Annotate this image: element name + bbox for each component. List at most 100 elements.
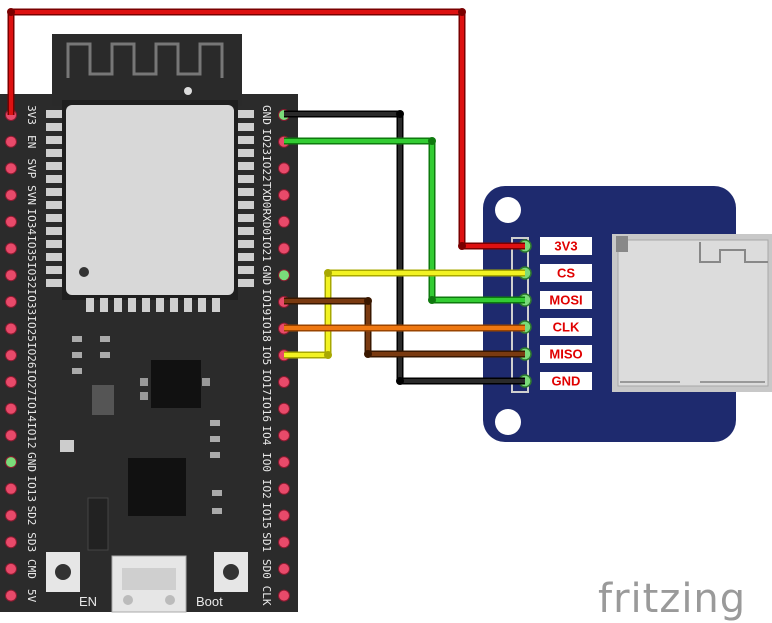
header-pin-io16[interactable] xyxy=(278,402,290,415)
header-pin-io4[interactable] xyxy=(278,429,290,442)
header-pin-io15[interactable] xyxy=(278,509,290,522)
pin-label-io16: IO16 xyxy=(260,395,273,422)
header-pin-io34[interactable] xyxy=(5,215,17,228)
pin-label-io19: IO19 xyxy=(260,289,273,316)
pin-label-io21: IO21 xyxy=(260,235,273,262)
pin-label-io35: IO35 xyxy=(25,235,38,262)
sd-label-box xyxy=(540,345,592,363)
header-pin-sd1[interactable] xyxy=(278,536,290,549)
module-pad xyxy=(128,298,136,312)
esp32-board: EN Boot 3V3ENSVPSVNIO34IO35IO32IO33IO25I… xyxy=(0,34,298,613)
header-pin-svn[interactable] xyxy=(5,189,17,202)
module-pad xyxy=(46,123,62,131)
pin-label-gnd: GND xyxy=(260,265,273,285)
module-pad xyxy=(238,136,254,144)
sd-label-box xyxy=(540,291,592,309)
pin-label-io18: IO18 xyxy=(260,315,273,342)
module-pad xyxy=(46,175,62,183)
sd-pin-label-miso: MISO xyxy=(549,346,582,361)
header-pin-clk[interactable] xyxy=(278,589,290,602)
sd-label-box xyxy=(540,237,592,255)
module-pad xyxy=(46,266,62,274)
module-pad xyxy=(100,298,108,312)
module-pad xyxy=(46,149,62,157)
sd-label-box xyxy=(540,372,592,390)
pin-label-io32: IO32 xyxy=(25,262,38,289)
module-pad xyxy=(46,188,62,196)
sd-card-socket xyxy=(612,234,772,392)
pin-label-io12: IO12 xyxy=(25,422,38,449)
header-pin-io25[interactable] xyxy=(5,322,17,335)
pin-label-io25: IO25 xyxy=(25,315,38,342)
left-pin-header: 3V3ENSVPSVNIO34IO35IO32IO33IO25IO26IO27I… xyxy=(5,105,38,603)
module-pad xyxy=(238,201,254,209)
header-pin-sd2[interactable] xyxy=(5,509,17,522)
en-button-label: EN xyxy=(79,594,97,609)
module-pad xyxy=(142,298,150,312)
module-pad xyxy=(238,253,254,261)
pin-label-rxd0: RXD0 xyxy=(260,209,273,236)
module-pad xyxy=(238,162,254,170)
sd-pin-label-clk: CLK xyxy=(553,319,580,334)
module-pad xyxy=(238,227,254,235)
header-pin-io35[interactable] xyxy=(5,242,17,255)
header-pin-sd3[interactable] xyxy=(5,536,17,549)
pin-label-gnd: GND xyxy=(25,452,38,472)
module-pad xyxy=(46,253,62,261)
sd-label-box xyxy=(540,264,592,282)
en-button[interactable] xyxy=(46,552,80,592)
pin-label-5v: 5V xyxy=(25,589,38,603)
header-pin-io26[interactable] xyxy=(5,349,17,362)
header-pin-en[interactable] xyxy=(5,135,17,148)
pin-label-io27: IO27 xyxy=(25,369,38,396)
header-pin-io32[interactable] xyxy=(5,269,17,282)
module-pad xyxy=(46,214,62,222)
module-pad xyxy=(198,298,206,312)
boot-button-label: Boot xyxy=(196,594,223,609)
pin-label-io17: IO17 xyxy=(260,369,273,396)
header-pin-io21[interactable] xyxy=(278,242,290,255)
header-pin-rxd0[interactable] xyxy=(278,215,290,228)
module-pads xyxy=(46,110,254,312)
module-pad xyxy=(184,298,192,312)
pin-label-sd2: SD2 xyxy=(25,506,38,526)
header-pin-io2[interactable] xyxy=(278,482,290,495)
module-pad xyxy=(46,162,62,170)
header-pin-sd0[interactable] xyxy=(278,562,290,575)
header-pin-gnd[interactable] xyxy=(5,456,17,469)
pin-label-io23: IO23 xyxy=(260,128,273,155)
smd-components xyxy=(60,336,222,551)
module-pad xyxy=(46,240,62,248)
module-pad xyxy=(238,188,254,196)
header-pin-io0[interactable] xyxy=(278,456,290,469)
header-pin-io22[interactable] xyxy=(278,162,290,175)
boot-button[interactable] xyxy=(214,552,248,592)
header-pin-5v[interactable] xyxy=(5,589,17,602)
module-pad xyxy=(156,298,164,312)
module-pad xyxy=(238,279,254,287)
header-pin-svp[interactable] xyxy=(5,162,17,175)
header-pin-io13[interactable] xyxy=(5,482,17,495)
header-pin-io14[interactable] xyxy=(5,402,17,415)
usb-connector xyxy=(111,555,187,613)
module-pad xyxy=(238,149,254,157)
wire-mosi xyxy=(284,137,525,304)
header-pin-cmd[interactable] xyxy=(5,562,17,575)
module-pad xyxy=(46,110,62,118)
header-pin-gnd[interactable] xyxy=(278,269,290,282)
header-pin-txd0[interactable] xyxy=(278,189,290,202)
pin-label-io34: IO34 xyxy=(25,209,38,236)
pin-label-clk: CLK xyxy=(260,586,273,606)
header-pin-io33[interactable] xyxy=(5,295,17,308)
pin-label-io26: IO26 xyxy=(25,342,38,369)
header-pin-io17[interactable] xyxy=(278,376,290,388)
header-pin-io27[interactable] xyxy=(5,376,17,388)
wroom-module xyxy=(62,100,238,300)
sd-label-box xyxy=(540,318,592,336)
fritzing-logo: fritzing xyxy=(598,576,746,622)
header-pin-io12[interactable] xyxy=(5,429,17,442)
sd-pin-label-gnd: GND xyxy=(552,373,581,388)
module-pad xyxy=(170,298,178,312)
